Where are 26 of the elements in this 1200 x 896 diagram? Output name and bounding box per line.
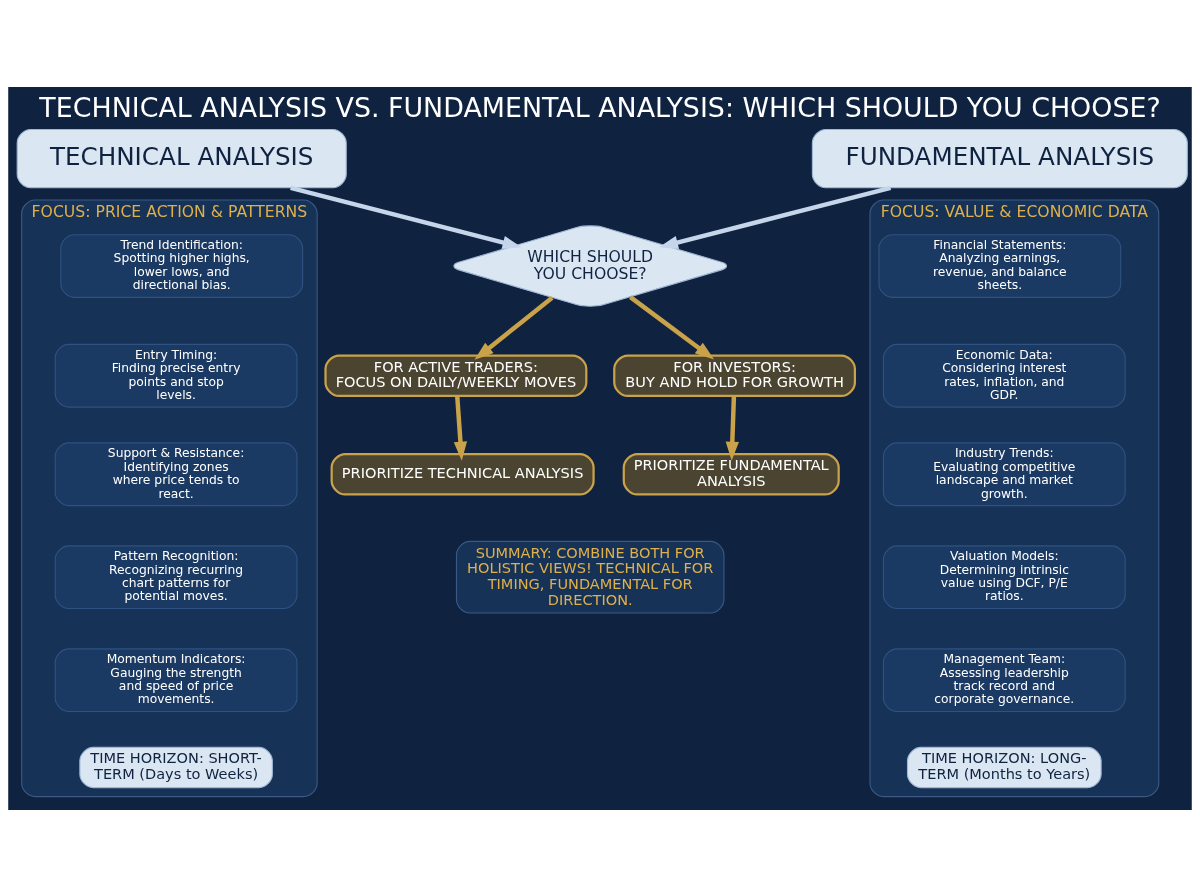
node-box: FOR ACTIVE TRADERS: FOCUS ON DAILY/WEEKLY MOVES <box>324 354 588 397</box>
node-box: FOR INVESTORS: BUY AND HOLD FOR GROWTH <box>613 354 856 397</box>
diagram-title: TECHNICAL ANALYSIS VS. FUNDAMENTAL ANALYSIS: WHICH SHOULD YOU CHOOSE? <box>39 91 1161 123</box>
node-box: Valuation Models: Determining intrinsic value using DCF, P/E ratios. <box>882 544 1126 609</box>
arrow <box>658 185 892 249</box>
node-box: Entry Timing: Finding precise entry points and stop levels. <box>54 343 298 408</box>
node-box: Trend Identification: Spotting higher highs, lower lows, and directional bias. <box>60 233 304 298</box>
node-box: Industry Trends: Evaluating competitive landscape and market growth. <box>882 441 1126 506</box>
arrow <box>725 395 739 461</box>
node-box: Financial Statements: Analyzing earnings, revenue, and balance sheets. <box>878 233 1122 298</box>
node-box: TECHNICAL ANALYSIS <box>16 128 347 188</box>
node-box: PRIORITIZE TECHNICAL ANALYSIS <box>330 452 595 495</box>
node-box: Management Team: Assessing leadership track record and corporate governance. <box>882 647 1126 712</box>
node-box: TIME HORIZON: SHORT-TERM (Days to Weeks) <box>79 746 273 788</box>
node-box: FUNDAMENTAL ANALYSIS <box>811 128 1188 188</box>
node-box: PRIORITIZE FUNDAMENTAL ANALYSIS <box>622 452 840 495</box>
arrow <box>453 395 468 461</box>
node-box: TIME HORIZON: LONG-TERM (Months to Years) <box>906 746 1102 788</box>
arrow <box>629 294 715 359</box>
node-box: Momentum Indicators: Gauging the strength and speed of price movements. <box>54 647 298 712</box>
node-box: Economic Data: Considering interest rates, inflation, and GDP. <box>882 343 1126 408</box>
arrow <box>290 185 522 249</box>
arrow <box>474 295 554 360</box>
node-box: SUMMARY: COMBINE BOTH FOR HOLISTIC VIEWS! TECHNICAL FOR TIMING, FUNDAMENTAL FOR DIRECTION. <box>455 540 725 614</box>
node-box: Support & Resistance: Identifying zones where price tends to react. <box>54 441 298 506</box>
node-box: Pattern Recognition: Recognizing recurring chart patterns for potential moves. <box>54 544 298 609</box>
